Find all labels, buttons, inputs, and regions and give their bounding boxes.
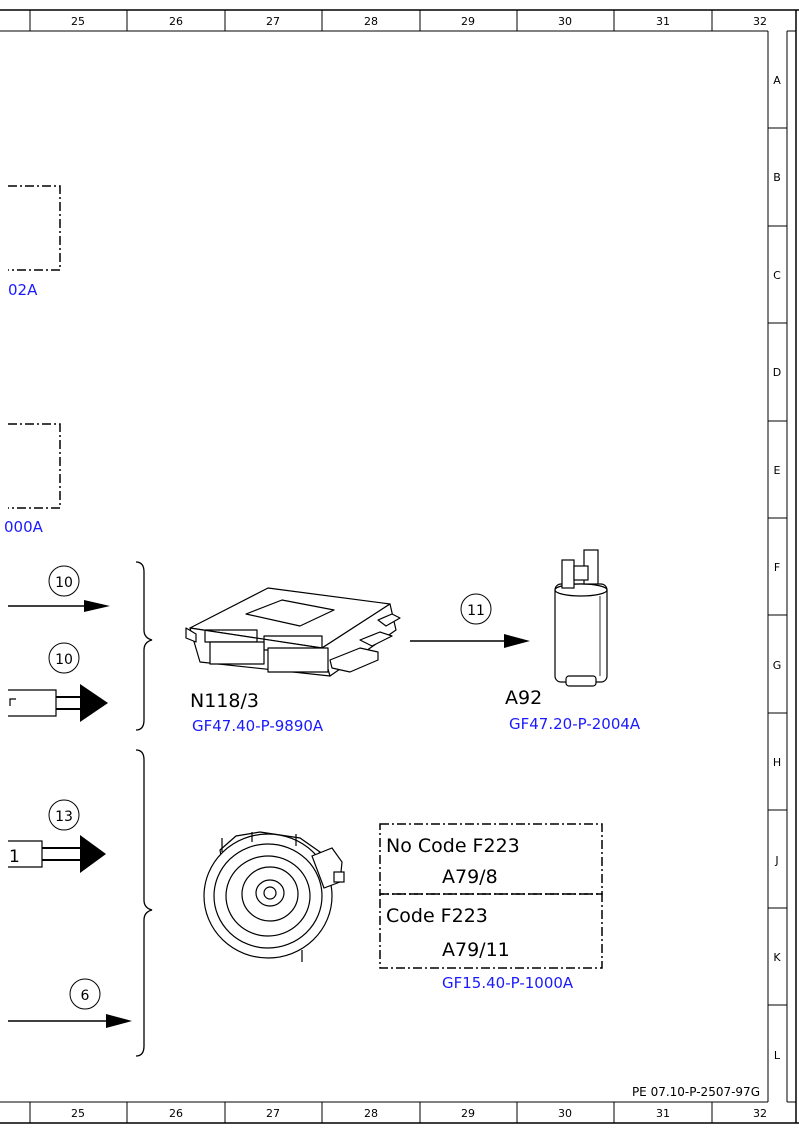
callout-number: 10 <box>55 575 73 591</box>
col-label-bottom: 32 <box>753 1107 767 1120</box>
wire-label: 1 <box>9 847 20 867</box>
callout-number: 6 <box>81 988 90 1004</box>
callout-circle <box>460 593 492 625</box>
row-label: F <box>774 561 780 574</box>
callout-number: 13 <box>55 809 73 825</box>
col-label-top: 31 <box>656 15 670 28</box>
partial-component-box-top <box>8 185 61 271</box>
arrow-head <box>504 634 530 648</box>
col-label-bottom: 29 <box>461 1107 475 1120</box>
n118-reference-link[interactable]: GF47.40-P-9890A <box>192 717 324 735</box>
col-label-top: 29 <box>461 15 475 28</box>
col-label-bottom: 31 <box>656 1107 670 1120</box>
partial-reference-top[interactable]: 02A <box>8 281 38 299</box>
col-label-top: 27 <box>266 15 280 28</box>
row-label: L <box>774 1049 781 1062</box>
callout-number: 10 <box>55 652 73 668</box>
callout-circle <box>69 978 101 1010</box>
bus-arrow-head <box>80 684 108 722</box>
a79-variant-title: Code F223 <box>386 905 488 927</box>
row-label: E <box>774 464 781 477</box>
a79-reference-link[interactable]: GF15.40-P-1000A <box>442 974 574 992</box>
col-label-top: 32 <box>753 15 767 28</box>
bus-arrow-head <box>80 835 106 873</box>
row-label: H <box>773 756 781 769</box>
drawing-id: PE 07.10-P-2507-97G <box>632 1085 760 1099</box>
row-label: D <box>773 366 781 379</box>
bus-connector <box>8 840 82 868</box>
row-label: B <box>773 171 781 184</box>
sheet-frame <box>0 9 799 1124</box>
a79-variant-box <box>379 823 603 969</box>
group-brace <box>135 561 153 731</box>
callout-circle <box>48 642 80 674</box>
row-label: A <box>773 74 781 87</box>
col-label-top: 25 <box>71 15 85 28</box>
callout-circle <box>48 565 80 597</box>
col-label-top: 30 <box>558 15 572 28</box>
row-label: C <box>773 269 781 282</box>
a92-component-code: A92 <box>505 687 542 709</box>
a92-reference-link[interactable]: GF47.20-P-2004A <box>509 715 641 733</box>
a79-variant-code: A79/11 <box>442 939 510 961</box>
a79-variant-title: No Code F223 <box>386 835 520 857</box>
bus-connector <box>8 689 82 717</box>
col-label-top: 26 <box>169 15 183 28</box>
a92-fuel-pump-image <box>554 549 608 687</box>
n118-component-code: N118/3 <box>190 690 259 712</box>
arrow-head <box>84 600 110 612</box>
row-label: K <box>773 951 781 964</box>
col-label-bottom: 27 <box>266 1107 280 1120</box>
col-label-bottom: 26 <box>169 1107 183 1120</box>
a79-variant-code: A79/8 <box>442 866 498 888</box>
a79-component-image <box>203 831 345 962</box>
col-label-top: 28 <box>364 15 378 28</box>
partial-reference-middle[interactable]: 000A <box>4 518 44 536</box>
col-label-bottom: 30 <box>558 1107 572 1120</box>
row-label: J <box>774 854 778 867</box>
arrow-head <box>106 1014 132 1028</box>
n118-control-unit-image <box>185 587 401 677</box>
partial-component-box-middle <box>8 423 61 509</box>
callout-number: 11 <box>467 603 485 619</box>
group-brace <box>135 749 153 1057</box>
col-label-bottom: 28 <box>364 1107 378 1120</box>
row-label: G <box>773 659 782 672</box>
col-label-bottom: 25 <box>71 1107 85 1120</box>
callout-circle <box>48 799 80 831</box>
